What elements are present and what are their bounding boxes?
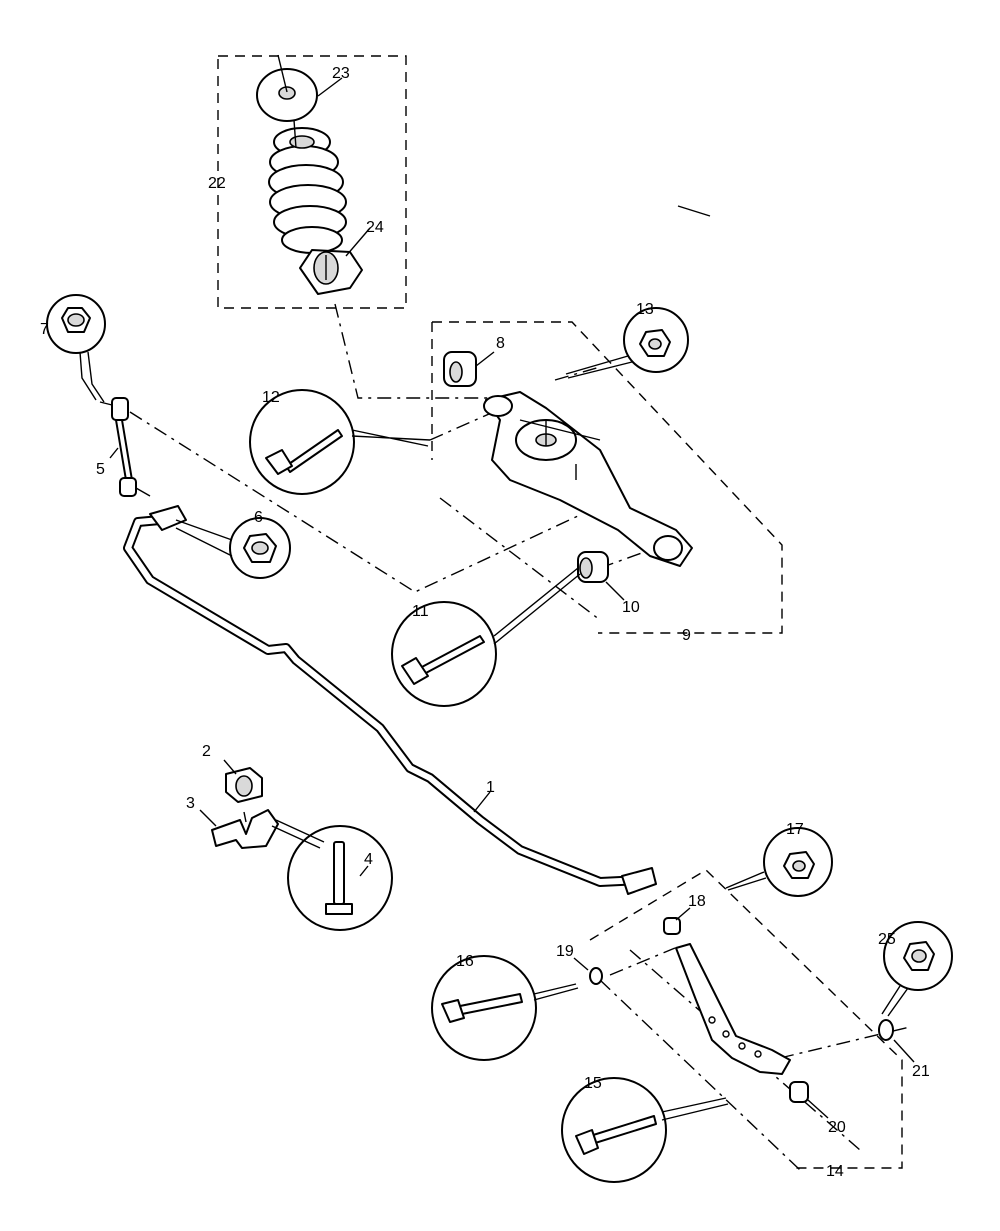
- label-25: 25: [878, 931, 896, 948]
- label-20: 20: [828, 1119, 846, 1136]
- leader-16: [533, 983, 579, 1001]
- label-1: 1: [486, 779, 495, 796]
- label-10: 10: [622, 599, 640, 616]
- callout-circle-15: [561, 1077, 667, 1183]
- bush-18: [663, 917, 681, 935]
- callout-circle-6: [229, 517, 291, 579]
- callout-circle-25: [883, 921, 953, 991]
- group-box-22: [217, 55, 407, 309]
- drop-link: [99, 397, 151, 497]
- leader-11: [493, 567, 581, 645]
- clamp-bracket: [211, 809, 279, 849]
- label-15: 15: [584, 1075, 602, 1092]
- lower-control-arm: [483, 391, 693, 567]
- callout-circle-17: [763, 827, 833, 897]
- clamp-bush: [225, 767, 263, 803]
- label-19: 19: [556, 943, 574, 960]
- spring-seat-upper: [256, 54, 318, 122]
- coil-spring: [268, 119, 347, 254]
- leader-15: [661, 1097, 729, 1121]
- leader-12: [351, 429, 431, 447]
- callout-circle-12: [249, 389, 355, 495]
- label-3: 3: [186, 795, 195, 812]
- group-box-9: [431, 321, 783, 634]
- label-18: 18: [688, 893, 706, 910]
- spring-seat-lower: [299, 249, 363, 295]
- label-14: 14: [826, 1163, 844, 1180]
- label-11: 11: [412, 603, 429, 620]
- leader-4: [271, 819, 325, 849]
- label-23: 23: [332, 65, 350, 82]
- bush-8: [443, 351, 477, 387]
- leader-25: [881, 985, 909, 1017]
- bush-20: [789, 1081, 809, 1103]
- label-17: 17: [786, 821, 804, 838]
- label-7: 7: [40, 321, 49, 338]
- callout-circle-7: [46, 294, 106, 354]
- label-24: 24: [366, 219, 384, 236]
- leader-13: [565, 355, 633, 379]
- label-9: 9: [682, 627, 691, 644]
- callout-circle-11: [391, 601, 497, 707]
- callout-circle-4: [287, 825, 393, 931]
- label-5: 5: [96, 461, 105, 478]
- leader-7: [79, 351, 105, 403]
- label-2: 2: [202, 743, 211, 760]
- callout-circle-16: [431, 955, 537, 1061]
- trailing-link: [675, 943, 791, 1075]
- leader-17: [725, 871, 767, 891]
- label-8: 8: [496, 335, 505, 352]
- callout-circle-13: [623, 307, 689, 373]
- spacer-19: [589, 967, 603, 985]
- part-labels: 1 2 3 4 5 6 7 8 9 10 11 12 13 14 15 16 1…: [40, 65, 930, 1180]
- label-12: 12: [262, 389, 280, 406]
- label-13: 13: [636, 301, 654, 318]
- label-6: 6: [254, 509, 263, 526]
- label-4: 4: [364, 851, 373, 868]
- leader-6: [175, 519, 233, 557]
- label-ticks: [109, 77, 915, 1119]
- label-16: 16: [456, 953, 474, 970]
- label-21: 21: [912, 1063, 930, 1080]
- washer-21: [878, 1019, 894, 1041]
- group-box-14: [589, 869, 903, 1169]
- anti-roll-bar: [123, 505, 657, 895]
- bush-10: [577, 551, 609, 583]
- label-22: 22: [208, 175, 226, 192]
